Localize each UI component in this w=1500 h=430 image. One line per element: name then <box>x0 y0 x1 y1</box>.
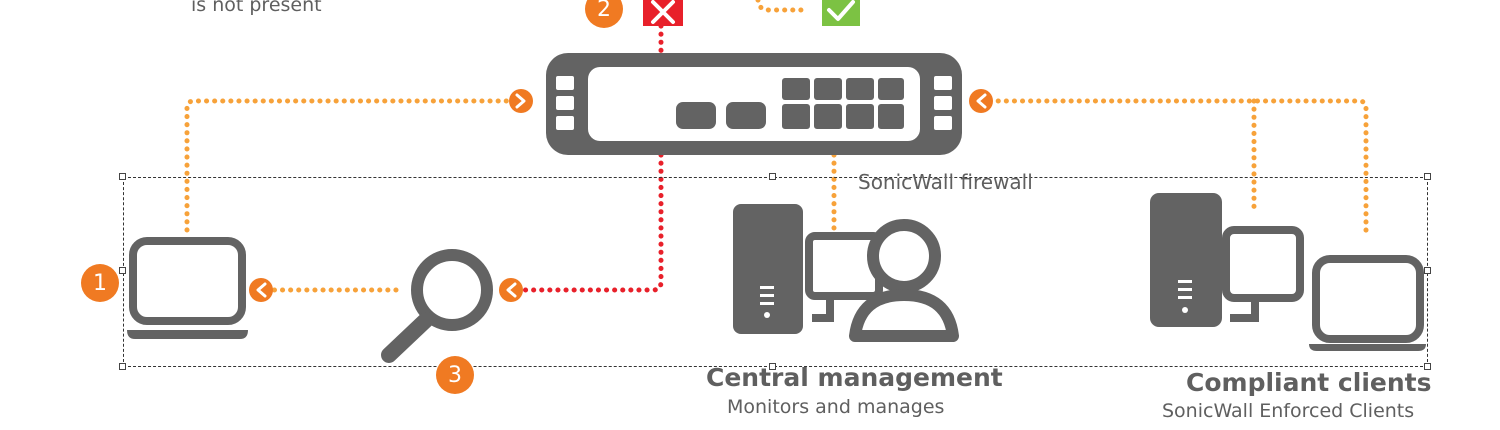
step-badge-3: 3 <box>436 356 474 394</box>
client-laptop-icon <box>1309 255 1426 351</box>
firewall-icon <box>546 53 962 155</box>
step-number: 1 <box>93 270 107 296</box>
magnifier-icon <box>381 249 493 363</box>
selection-frame[interactable] <box>123 177 1428 367</box>
compliant-clients-subtitle: SonicWall Enforced Clients <box>1162 400 1415 422</box>
resize-handle[interactable] <box>119 267 126 274</box>
resize-handle[interactable] <box>1424 267 1431 274</box>
connector-top-check <box>755 0 809 13</box>
server-tower-icon <box>733 204 803 334</box>
arrow-right-icon <box>509 89 533 113</box>
resize-handle[interactable] <box>1424 173 1431 180</box>
desktop-monitor-icon <box>1222 226 1304 322</box>
laptop-icon <box>127 237 248 339</box>
firewall-label: SonicWall firewall <box>858 170 1033 194</box>
connector-firewall-clients <box>979 98 1369 241</box>
step-number: 3 <box>448 362 462 388</box>
resize-handle[interactable] <box>119 363 126 370</box>
connector-firewall-magnifier-red <box>509 152 664 293</box>
allowed-icon <box>822 0 860 26</box>
arrow-left-icon <box>969 89 993 113</box>
resize-handle[interactable] <box>1424 363 1431 370</box>
arrow-left-icon <box>249 278 273 302</box>
blocked-icon <box>643 0 683 26</box>
step-badge-1: 1 <box>81 264 119 302</box>
resize-handle[interactable] <box>769 363 776 370</box>
arrow-left-icon <box>499 278 523 302</box>
central-management-subtitle: Monitors and manages <box>727 396 945 418</box>
resize-handle[interactable] <box>119 173 126 180</box>
desktop-tower-icon <box>1150 193 1222 327</box>
top-note: is not present <box>191 0 322 16</box>
step-number: 2 <box>597 0 611 22</box>
user-icon <box>849 219 959 342</box>
compliant-clients-title: Compliant clients <box>1186 368 1432 397</box>
resize-handle[interactable] <box>769 173 776 180</box>
central-management-title: Central management <box>706 363 1003 392</box>
connector-laptop-firewall <box>184 98 521 233</box>
